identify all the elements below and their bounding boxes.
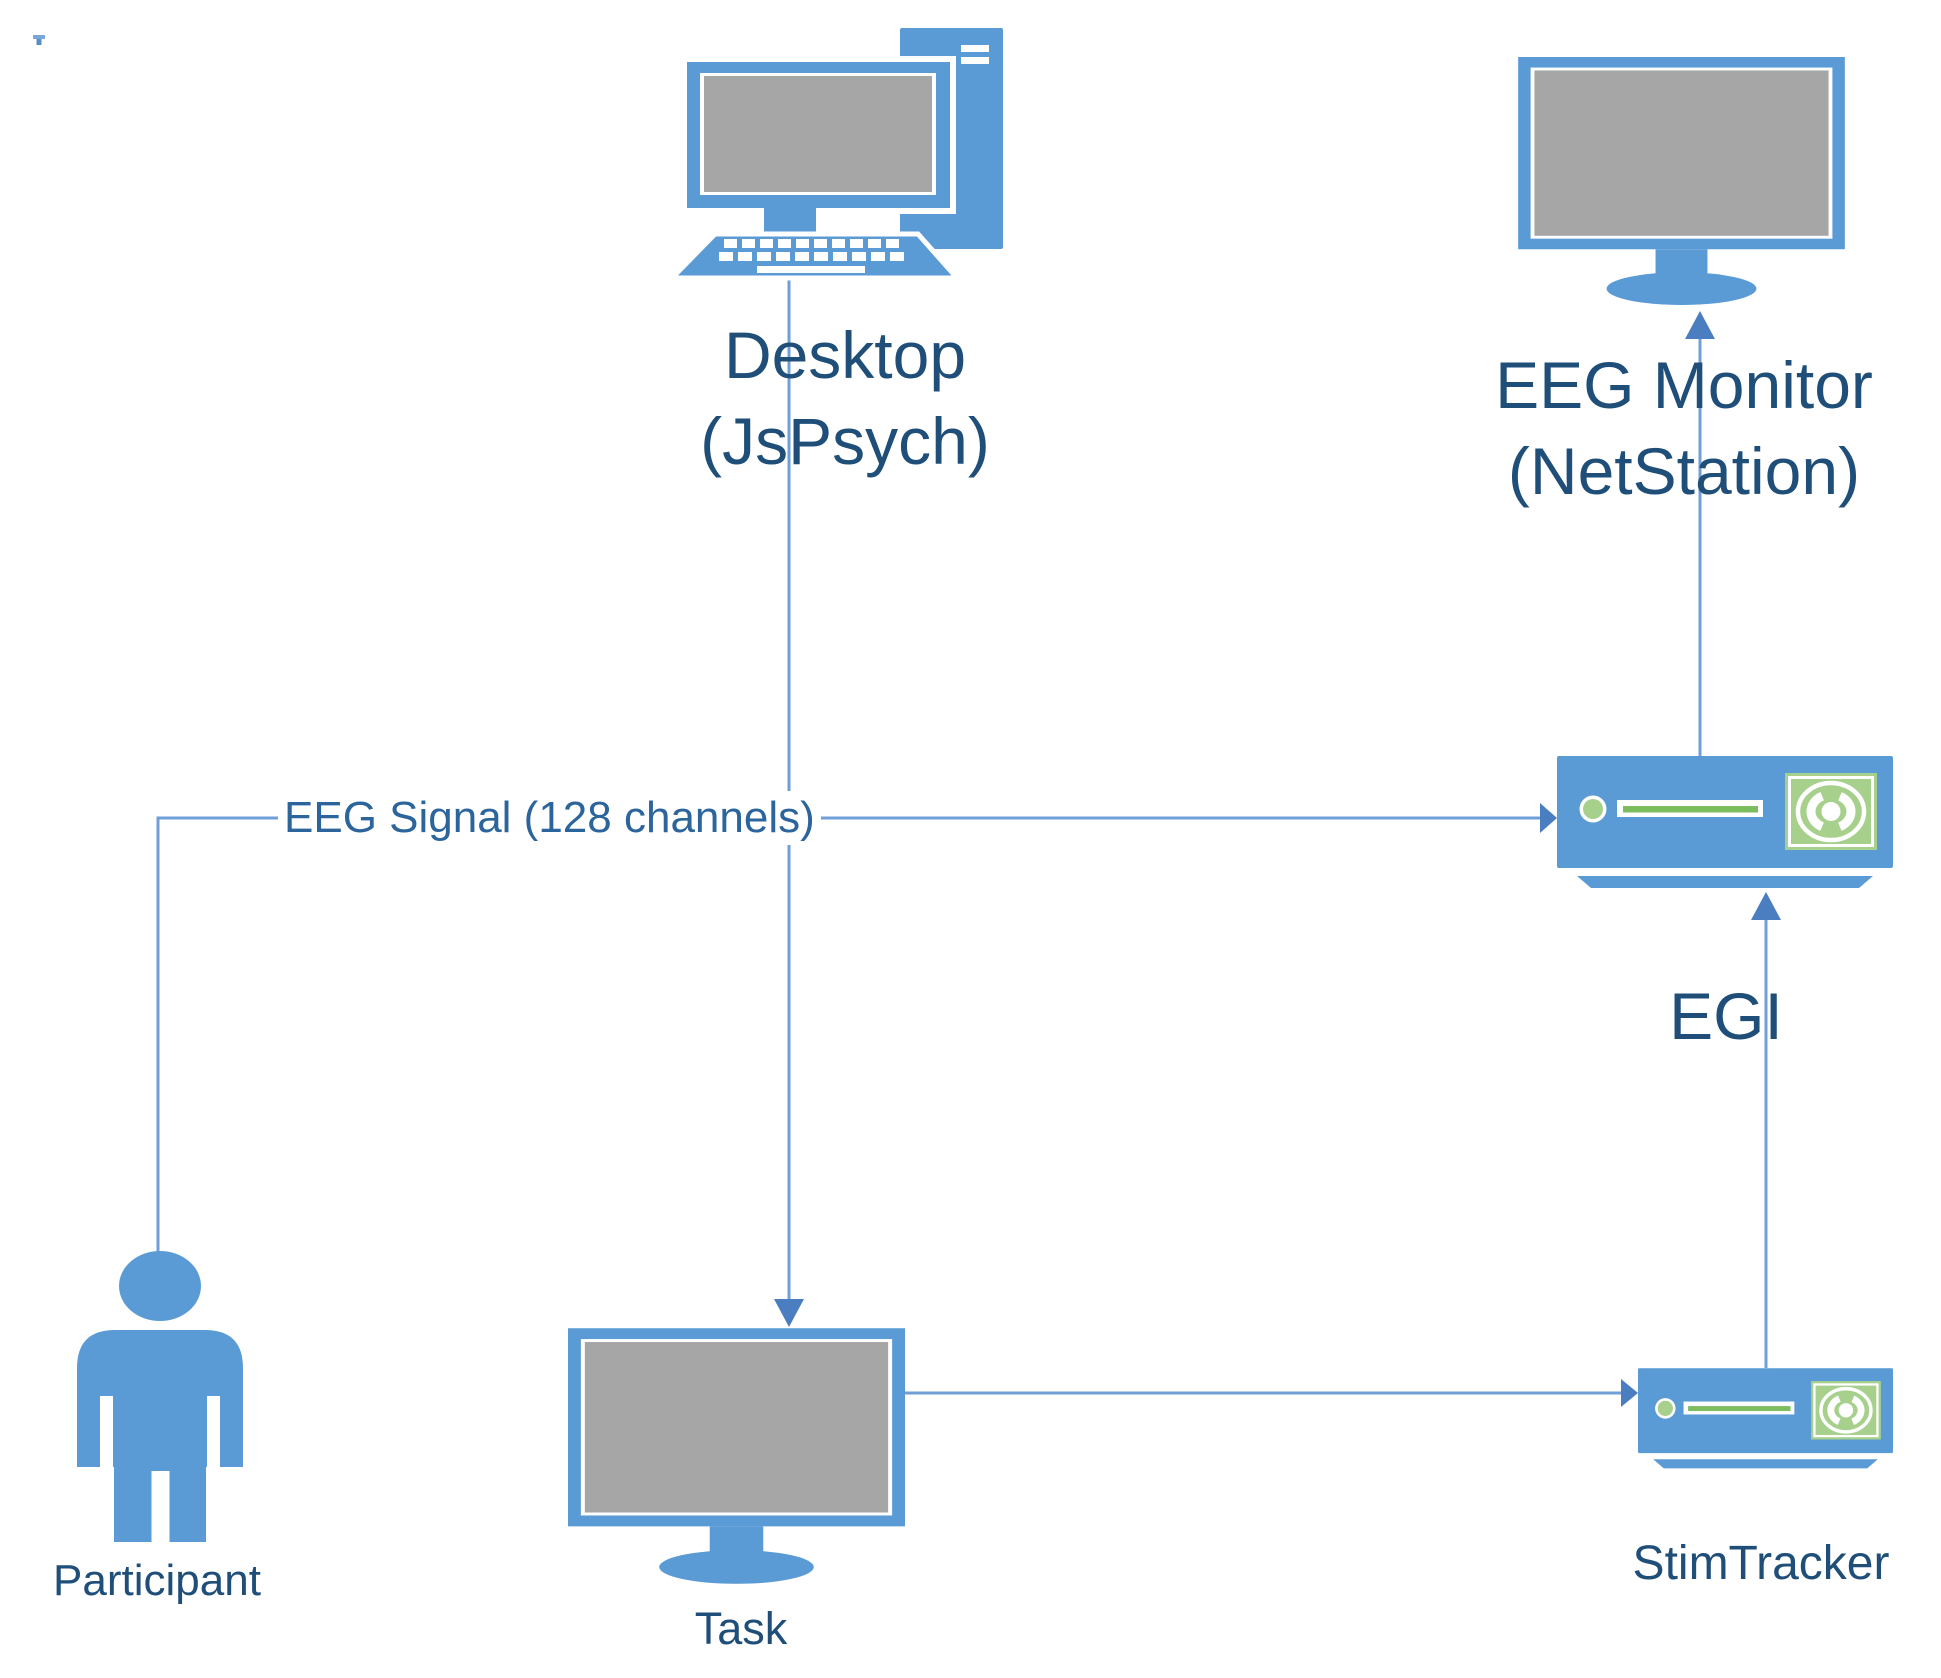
task-label: Task <box>694 1603 788 1654</box>
egi-amplifier-icon <box>1557 756 1893 890</box>
stimtracker-device-icon <box>1638 1368 1893 1470</box>
arrowhead <box>1621 1379 1638 1407</box>
edge-desktop-to-task <box>774 279 804 1327</box>
arrowhead <box>774 1299 804 1327</box>
eeg-monitor-label: EEG Monitor (NetStation) <box>1434 343 1934 515</box>
edge-participant-to-egi <box>156 803 1557 1256</box>
desktop-label-name: Desktop <box>723 318 967 392</box>
arrowhead <box>1751 892 1781 920</box>
arrowhead <box>1540 803 1557 833</box>
edge-task-to-stimtracker <box>905 1379 1638 1407</box>
desktop-label-subtitle: (JsPsych) <box>700 403 990 478</box>
participant-person-icon <box>77 1251 243 1543</box>
edge-stimtracker-to-egi <box>1751 892 1781 1368</box>
task-monitor-icon <box>568 1328 905 1584</box>
stray-mark <box>33 35 45 45</box>
desktop-label: Desktop (JsPsych) <box>595 313 1095 485</box>
desktop-computer-icon <box>666 28 1003 281</box>
egi-label: EGI <box>1669 979 1783 1053</box>
edge-egi-to-eeg-monitor <box>1685 311 1715 756</box>
participant-label: Participant <box>53 1556 261 1605</box>
arrowhead <box>1685 311 1715 339</box>
eeg-monitor-label-subtitle: (NetStation) <box>1507 433 1861 508</box>
eeg-monitor-label-name: EEG Monitor <box>1495 348 1873 422</box>
eeg-monitor-icon <box>1518 57 1845 305</box>
stimtracker-label: StimTracker <box>1632 1537 1890 1590</box>
eeg-signal-edge-label: EEG Signal (128 channels) <box>278 791 821 845</box>
